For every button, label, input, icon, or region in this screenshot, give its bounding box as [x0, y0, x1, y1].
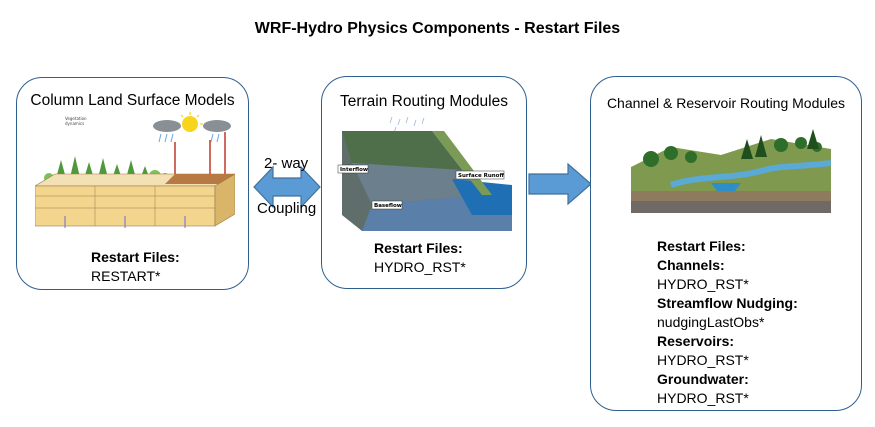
- restart-file-value: HYDRO_RST*: [374, 259, 466, 275]
- land-surface-illustration: Vegetation dynamics: [35, 112, 235, 228]
- groundwater-label: Groundwater:: [657, 371, 749, 387]
- restart-files-heading: Restart Files:: [374, 240, 463, 256]
- channels-value: HYDRO_RST*: [657, 276, 749, 292]
- diagram-title: WRF-Hydro Physics Components - Restart F…: [254, 20, 621, 37]
- land-surface-models-box: Column Land Surface Models Vegetation dy…: [16, 77, 249, 290]
- restart-file-value: RESTART*: [91, 268, 161, 284]
- restart-files-heading: Restart Files:: [657, 238, 746, 254]
- channel-landscape-illustration: [631, 129, 831, 213]
- terrain-routing-illustration: Interflow Surface Runoff Baseflow: [337, 116, 512, 231]
- channel-reservoir-box: Channel & Reservoir Routing Modules Rest…: [590, 76, 862, 411]
- groundwater-value: HYDRO_RST*: [657, 390, 749, 406]
- streamflow-nudging-value: nudgingLastObs*: [657, 314, 765, 330]
- reservoirs-label: Reservoirs:: [657, 333, 735, 349]
- channel-reservoir-title: Channel & Reservoir Routing Modules: [606, 95, 846, 111]
- coupling-label-top: 2- way: [264, 155, 309, 172]
- svg-text:Vegetation: Vegetation: [65, 116, 87, 121]
- channels-label: Channels:: [657, 257, 725, 273]
- baseflow-label: Baseflow: [374, 203, 402, 209]
- right-arrow-shape: [528, 163, 592, 205]
- channel-restart-files: Restart Files: Channels: HYDRO_RST* Stre…: [657, 237, 798, 408]
- terrain-restart-files: Restart Files: HYDRO_RST*: [374, 239, 466, 277]
- interflow-label: Interflow: [340, 167, 368, 173]
- terrain-routing-title: Terrain Routing Modules: [339, 93, 508, 110]
- streamflow-nudging-label: Streamflow Nudging:: [657, 295, 798, 311]
- surface-runoff-label: Surface Runoff: [458, 173, 504, 179]
- right-arrow: [528, 163, 592, 205]
- svg-text:dynamics: dynamics: [65, 121, 84, 126]
- restart-files-heading: Restart Files:: [91, 249, 180, 265]
- two-way-coupling-arrow: [253, 165, 321, 209]
- double-arrow-shape: [253, 165, 321, 209]
- land-surface-restart-files: Restart Files: RESTART*: [91, 248, 180, 286]
- coupling-label-bottom: Coupling: [257, 200, 317, 217]
- terrain-routing-box: Terrain Routing Modules Interflow Surfac…: [321, 76, 527, 289]
- reservoirs-value: HYDRO_RST*: [657, 352, 749, 368]
- land-surface-models-title: Column Land Surface Models: [30, 92, 235, 109]
